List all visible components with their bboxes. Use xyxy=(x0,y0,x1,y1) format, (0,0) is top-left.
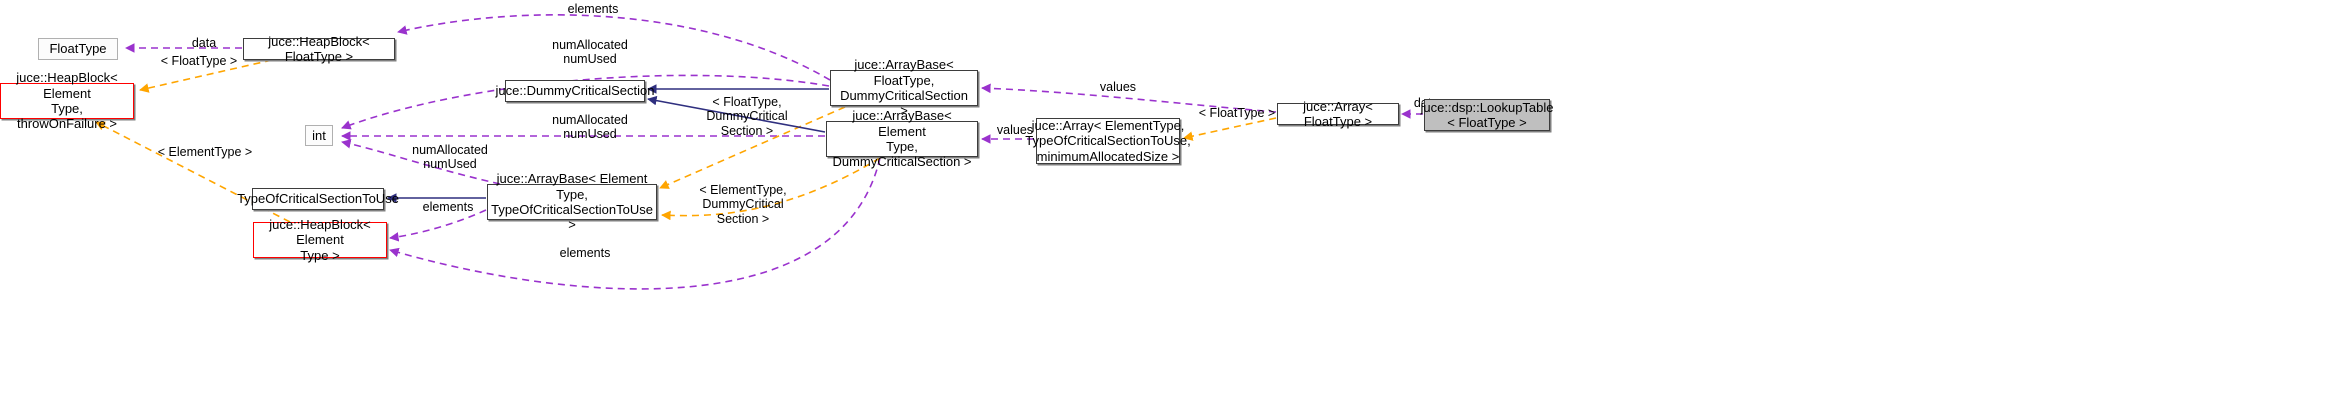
node-lookuptable-floattype: juce::dsp::LookupTable < FloatType > xyxy=(1420,99,1554,131)
edge-label-elements-top: elements xyxy=(567,2,619,16)
edge-label-elementtype-tpl: < ElementType > xyxy=(157,145,253,159)
edge-label-data-left: data xyxy=(191,36,217,50)
node-int[interactable]: int xyxy=(305,125,333,146)
node-heapblock-floattype[interactable]: juce::HeapBlock< FloatType > xyxy=(243,34,395,64)
node-heapblock-element-throwonfailure[interactable]: juce::HeapBlock< Element Type, throwOnFa… xyxy=(0,70,134,131)
node-arraybase-element-dummycriticalsection[interactable]: juce::ArrayBase< Element Type, DummyCrit… xyxy=(826,108,978,169)
edge-label-elements-mid: elements xyxy=(422,200,474,214)
edge-label-floattype-dcs: < FloatType, DummyCritical Section > xyxy=(706,95,788,138)
edge-label-elements-bottom: elements xyxy=(559,246,611,260)
node-array-floattype[interactable]: juce::Array< FloatType > xyxy=(1277,99,1399,129)
edge-tpl-array-float xyxy=(1183,117,1277,141)
edge-label-numallocated-1: numAllocated numUsed xyxy=(552,38,628,67)
edge-label-numallocated-2: numAllocated numUsed xyxy=(552,113,628,142)
edge-label-floattype-array: < FloatType > xyxy=(1198,106,1276,120)
node-heapblock-elementtype[interactable]: juce::HeapBlock< Element Type > xyxy=(253,217,387,263)
node-typeofcriticalsectiontouse[interactable]: TypeOfCriticalSectionToUse xyxy=(237,188,399,210)
edge-label-numallocated-3: numAllocated numUsed xyxy=(412,143,488,172)
node-arraybase-element-typeofcriticalsectiontouse[interactable]: juce::ArrayBase< Element Type, TypeOfCri… xyxy=(487,171,657,232)
node-array-elementtype-full[interactable]: juce::Array< ElementType, TypeOfCritical… xyxy=(1025,118,1191,164)
node-arraybase-floattype-dummycriticalsection[interactable]: juce::ArrayBase< FloatType, DummyCritica… xyxy=(830,57,978,118)
node-dummycriticalsection[interactable]: juce::DummyCriticalSection xyxy=(496,80,654,102)
edge-label-values-2: values xyxy=(996,123,1034,137)
edge-label-values-1: values xyxy=(1099,80,1137,94)
edge-label-floattype-tpl: < FloatType > xyxy=(160,54,238,68)
edge-label-elementtype-dcs: < ElementType, DummyCritical Section > xyxy=(699,183,787,226)
node-floattype[interactable]: FloatType xyxy=(38,38,118,60)
